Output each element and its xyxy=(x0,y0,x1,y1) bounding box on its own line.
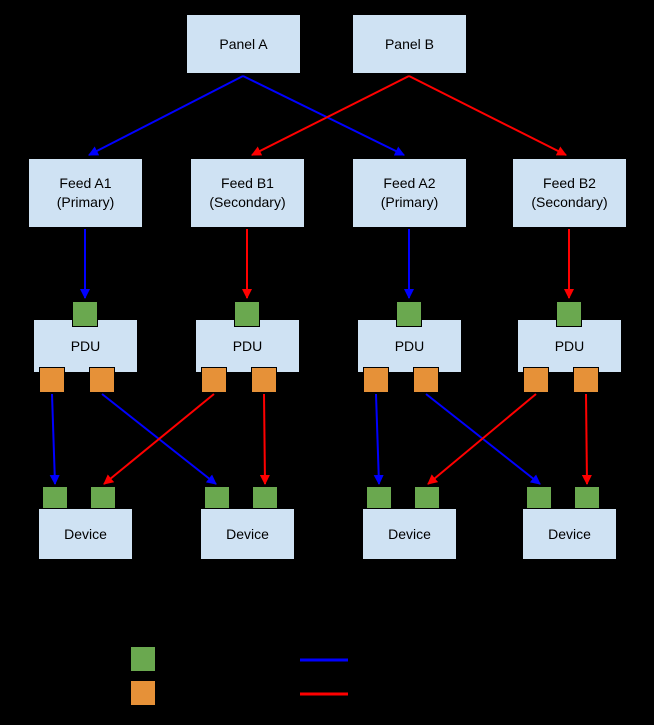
edge-panel-a-feed-a1 xyxy=(88,75,244,156)
pdu-1-node: PDU xyxy=(33,319,138,373)
feed-a1-label: Feed A1 (Primary) xyxy=(57,174,115,212)
feed-a1-label-line2: (Primary) xyxy=(56,194,115,210)
edge-panel-b-feed-b1 xyxy=(251,75,410,156)
device-1-node: Device xyxy=(38,508,133,560)
device-2-node: Device xyxy=(200,508,295,560)
pdu-4-node: PDU xyxy=(517,319,622,373)
pdu-2-label: PDU xyxy=(232,337,263,354)
pdu-3-input-port xyxy=(396,301,422,327)
pdu-2-output-port-left xyxy=(201,367,227,393)
panel-a-node: Panel A xyxy=(186,14,301,74)
feed-a1-node: Feed A1 (Primary) xyxy=(28,158,143,228)
panel-b-node: Panel B xyxy=(352,14,467,74)
feed-a2-label-line2: (Primary) xyxy=(380,194,439,210)
feed-b2-node: Feed B2 (Secondary) xyxy=(512,158,627,228)
pdu-2-node: PDU xyxy=(195,319,300,373)
pdu-4-label: PDU xyxy=(554,337,585,354)
pdu-3-label: PDU xyxy=(394,337,425,354)
device-3-node: Device xyxy=(362,508,457,560)
device-4-input-port-right xyxy=(574,486,600,512)
panel-a-label: Panel A xyxy=(219,35,268,52)
edge-panel-b-feed-b2 xyxy=(408,75,567,156)
device-1-input-port-right xyxy=(90,486,116,512)
feed-b1-node: Feed B1 (Secondary) xyxy=(190,158,305,228)
pdu-3-output-port-left xyxy=(363,367,389,393)
device-4-label: Device xyxy=(548,525,591,542)
edge-pdu-1-device-1 xyxy=(49,393,60,485)
feed-b2-label: Feed B2 (Secondary) xyxy=(531,174,607,212)
pdu-4-output-port-left xyxy=(523,367,549,393)
pdu-2-output-port-right xyxy=(251,367,277,393)
feed-b1-label-line1: Feed B1 xyxy=(221,175,274,191)
feed-b2-label-line1: Feed B2 xyxy=(543,175,596,191)
feed-a2-node: Feed A2 (Primary) xyxy=(352,158,467,228)
feed-a2-label-line1: Feed A2 xyxy=(383,175,436,191)
feed-b1-label-line2: (Secondary) xyxy=(209,194,286,210)
edge-pdu-2-device-1 xyxy=(103,393,215,485)
edge-panel-a-feed-a2 xyxy=(242,75,405,156)
device-3-label: Device xyxy=(388,525,431,542)
pdu-3-node: PDU xyxy=(357,319,462,373)
legend-output-port-swatch xyxy=(130,680,156,706)
feed-a1-label-line1: Feed A1 xyxy=(59,175,112,191)
pdu-1-output-port-right xyxy=(89,367,115,393)
pdu-4-input-port xyxy=(556,301,582,327)
edge-pdu-4-device-3 xyxy=(427,393,537,485)
edge-pdu-1-device-2 xyxy=(101,393,217,485)
feed-b1-label: Feed B1 (Secondary) xyxy=(209,174,285,212)
device-2-input-port-right xyxy=(252,486,278,512)
edge-pdu-3-device-3 xyxy=(373,393,384,485)
pdu-1-input-port xyxy=(72,301,98,327)
pdu-1-label: PDU xyxy=(70,337,101,354)
edge-pdu-2-device-2 xyxy=(259,393,270,485)
edge-pdu-4-device-4 xyxy=(581,393,592,485)
device-4-node: Device xyxy=(522,508,617,560)
feed-a2-label: Feed A2 (Primary) xyxy=(381,174,439,212)
device-1-input-port-left xyxy=(42,486,68,512)
legend-input-port-swatch xyxy=(130,646,156,672)
device-1-label: Device xyxy=(64,525,107,542)
pdu-3-output-port-right xyxy=(413,367,439,393)
device-3-input-port-right xyxy=(414,486,440,512)
panel-b-label: Panel B xyxy=(384,35,435,52)
pdu-2-input-port xyxy=(234,301,260,327)
device-2-label: Device xyxy=(226,525,269,542)
pdu-4-output-port-right xyxy=(573,367,599,393)
pdu-1-output-port-left xyxy=(39,367,65,393)
edge-pdu-3-device-4 xyxy=(425,393,541,485)
feed-b2-label-line2: (Secondary) xyxy=(531,194,608,210)
device-4-input-port-left xyxy=(526,486,552,512)
